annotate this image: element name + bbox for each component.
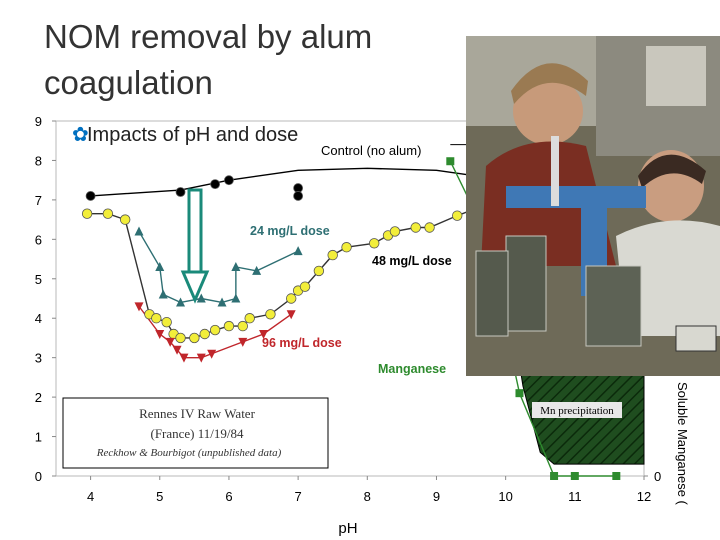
source-line-3: Reckhow & Bourbigot (unpublished data) <box>96 447 282 459</box>
person-right <box>616 150 720 336</box>
x-tick-label: 6 <box>225 489 232 504</box>
data-point <box>341 242 352 253</box>
data-point <box>155 261 165 271</box>
x-tick-label: 12 <box>637 489 651 504</box>
data-point <box>515 389 524 398</box>
series-line <box>138 231 299 304</box>
x-tick-label: 8 <box>364 489 371 504</box>
mn-precip-label: Mn precipitation <box>532 402 622 418</box>
data-point <box>196 293 206 303</box>
data-point <box>207 349 217 359</box>
data-point <box>237 320 248 332</box>
y-tick-label: 1 <box>35 430 42 445</box>
data-point <box>299 281 311 292</box>
x-tick-label: 11 <box>568 489 582 504</box>
x-tick-label: 7 <box>295 489 302 504</box>
slide-title: NOM removal by alum coagulation <box>44 14 424 106</box>
x-tick-label: 5 <box>156 489 163 504</box>
jar-tester <box>475 136 646 347</box>
data-point <box>265 309 276 320</box>
data-point <box>293 191 304 201</box>
data-point <box>446 157 455 166</box>
x-tick-label: 10 <box>498 489 512 504</box>
data-point <box>231 293 241 303</box>
marker-layer <box>81 157 621 480</box>
data-point <box>209 324 221 336</box>
data-point <box>223 320 235 332</box>
left-accent <box>0 0 8 110</box>
data-point <box>293 246 303 256</box>
data-point <box>389 226 401 237</box>
data-point <box>85 191 96 201</box>
data-point <box>161 316 172 328</box>
data-point <box>550 472 559 480</box>
source-line-1: Rennes IV Raw Water <box>139 406 255 421</box>
label-48-dose: 48 mg/L dose <box>372 254 452 268</box>
source-line-2: (France) 11/19/84 <box>150 426 244 441</box>
label-24-dose: 24 mg/L dose <box>250 224 330 238</box>
data-point <box>452 210 463 221</box>
y-tick-label: 3 <box>35 351 42 366</box>
data-point <box>217 297 227 307</box>
data-point <box>199 328 210 340</box>
data-point <box>189 332 200 344</box>
y-tick-label: 4 <box>35 311 42 326</box>
dose-arrow <box>180 188 210 304</box>
data-point <box>155 330 165 339</box>
y-tick-label: 6 <box>35 232 42 247</box>
data-point <box>424 222 435 233</box>
x-tick-label: 9 <box>433 489 440 504</box>
data-point <box>286 293 297 304</box>
bullet-text: Impacts of pH and dose <box>87 124 298 146</box>
y2-tick-label: 0 <box>654 469 661 484</box>
data-point <box>175 187 186 197</box>
y-tick-label: 2 <box>35 390 42 405</box>
data-point <box>286 310 296 320</box>
data-point <box>327 249 338 261</box>
data-point <box>134 226 144 236</box>
y2-axis-label: Soluble Manganese ( <box>675 382 690 506</box>
title-line-2: coagulation <box>44 64 213 101</box>
x-tick-label: 4 <box>87 489 94 504</box>
data-point <box>172 345 182 355</box>
data-point <box>151 313 162 324</box>
mn-precip-text: Mn precipitation <box>540 405 614 417</box>
series-line <box>138 305 292 359</box>
title-line-1: NOM removal by alum <box>44 18 373 55</box>
data-point <box>224 175 234 186</box>
y-tick-label: 9 <box>35 114 42 129</box>
label-manganese: Manganese <box>378 362 446 376</box>
data-point <box>313 265 325 277</box>
label-control: Control (no alum) <box>321 143 421 158</box>
lab-photo <box>466 36 720 376</box>
data-point <box>165 337 175 347</box>
data-point <box>210 179 221 190</box>
bullet-icon: ✿ <box>72 124 89 146</box>
label-96-dose: 96 mg/L dose <box>262 336 342 350</box>
data-point <box>176 297 186 307</box>
data-point <box>244 313 255 324</box>
data-point <box>231 261 241 271</box>
x-axis-label: pH <box>338 520 357 537</box>
y-tick-label: 0 <box>35 469 42 484</box>
data-point <box>259 330 269 339</box>
data-point <box>252 265 262 275</box>
data-point <box>175 332 186 344</box>
data-point <box>238 337 248 347</box>
y-tick-label: 8 <box>35 153 42 168</box>
data-point <box>612 472 621 480</box>
data-point <box>196 353 206 363</box>
data-point <box>158 289 168 299</box>
data-point <box>369 238 380 249</box>
y-tick-label: 7 <box>35 193 42 208</box>
y-tick-label: 5 <box>35 272 42 287</box>
data-point <box>81 208 93 219</box>
data-point <box>410 222 421 233</box>
data-point <box>570 472 579 480</box>
data-point <box>102 208 114 219</box>
data-point <box>119 214 131 225</box>
source-box: Rennes IV Raw Water (France) 11/19/84 Re… <box>62 397 329 469</box>
data-point <box>134 302 144 312</box>
data-point <box>179 353 189 363</box>
